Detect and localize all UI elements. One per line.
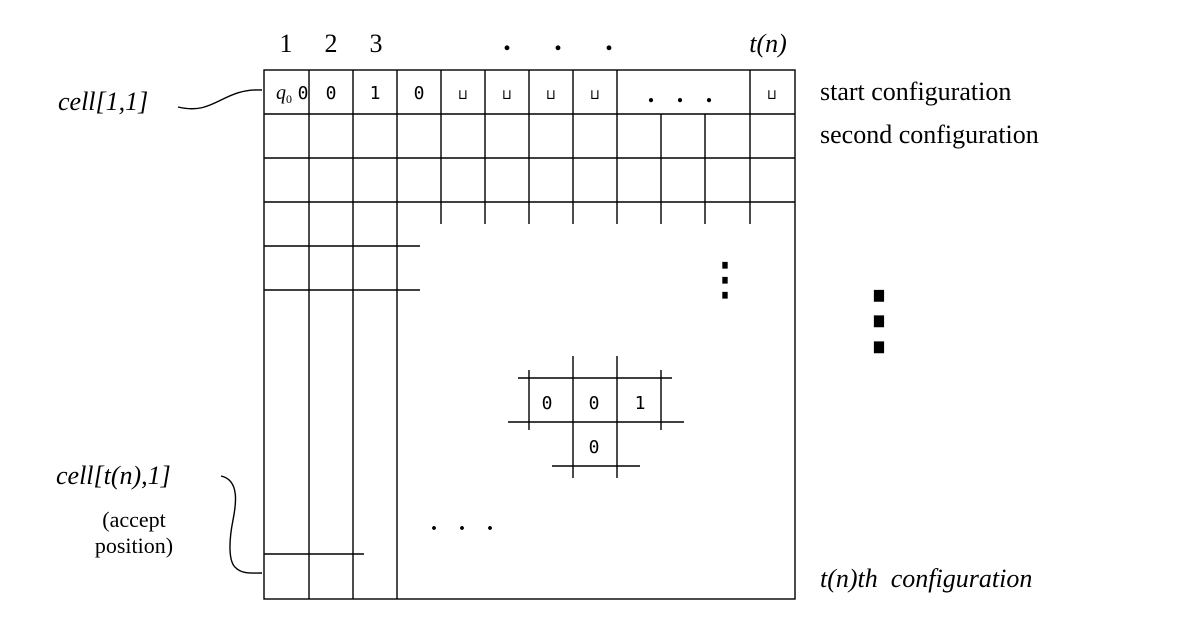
top-cell-ellipsis: . . . [648,79,721,108]
column-header-1: 1 [280,29,293,58]
top-cell-state: q0 [276,82,292,106]
window-cell: 0 [542,393,553,414]
accept-note-line2: position) [95,533,173,558]
bottom-ellipsis: . . . [431,510,501,536]
top-cell-blank: ⊔ [503,87,511,103]
top-cell-blank: ⊔ [459,87,467,103]
window-cell: 1 [635,393,646,414]
right-vertical-ellipsis: ⋮ [841,278,917,362]
tableau-grid [177,69,796,600]
cell-last-connector [220,475,263,574]
top-cell: 0 [414,83,425,104]
window-values: 0 0 1 0 [542,393,646,458]
top-cell-state-symbol: 0 [298,83,309,104]
last-configuration-label: t(n)th configuration [820,564,1032,593]
window-cell: 0 [589,437,600,458]
top-cell-blank: ⊔ [547,87,555,103]
left-labels: cell[1,1] cell[t(n),1] (accept position) [56,87,173,558]
column-header-3: 3 [370,29,383,58]
right-labels: start configuration second configuration… [820,77,1039,593]
window-cell: 0 [589,393,600,414]
cell-last-label: cell[t(n),1] [56,461,171,490]
top-cell-blank: ⊔ [768,87,776,103]
accept-note-line1: (accept [102,507,166,532]
top-cell-blank: ⊔ [591,87,599,103]
top-cell: 0 [326,83,337,104]
start-configuration-label: start configuration [820,77,1011,106]
cell-first-connector [177,89,263,110]
column-header-last: t(n) [749,29,787,58]
top-cell: 1 [370,83,381,104]
cell-first-label: cell[1,1] [58,87,148,116]
inner-vertical-ellipsis: ⋮ [705,257,745,305]
window-grid [508,356,684,478]
column-headers: 1 2 3 . . . t(n) [280,24,787,58]
column-header-ellipsis: . . . [503,24,631,57]
column-header-2: 2 [325,29,338,58]
top-row: q0 0 0 1 0 ⊔ ⊔ ⊔ ⊔ . . . ⊔ [276,79,776,108]
second-configuration-label: second configuration [820,120,1039,149]
